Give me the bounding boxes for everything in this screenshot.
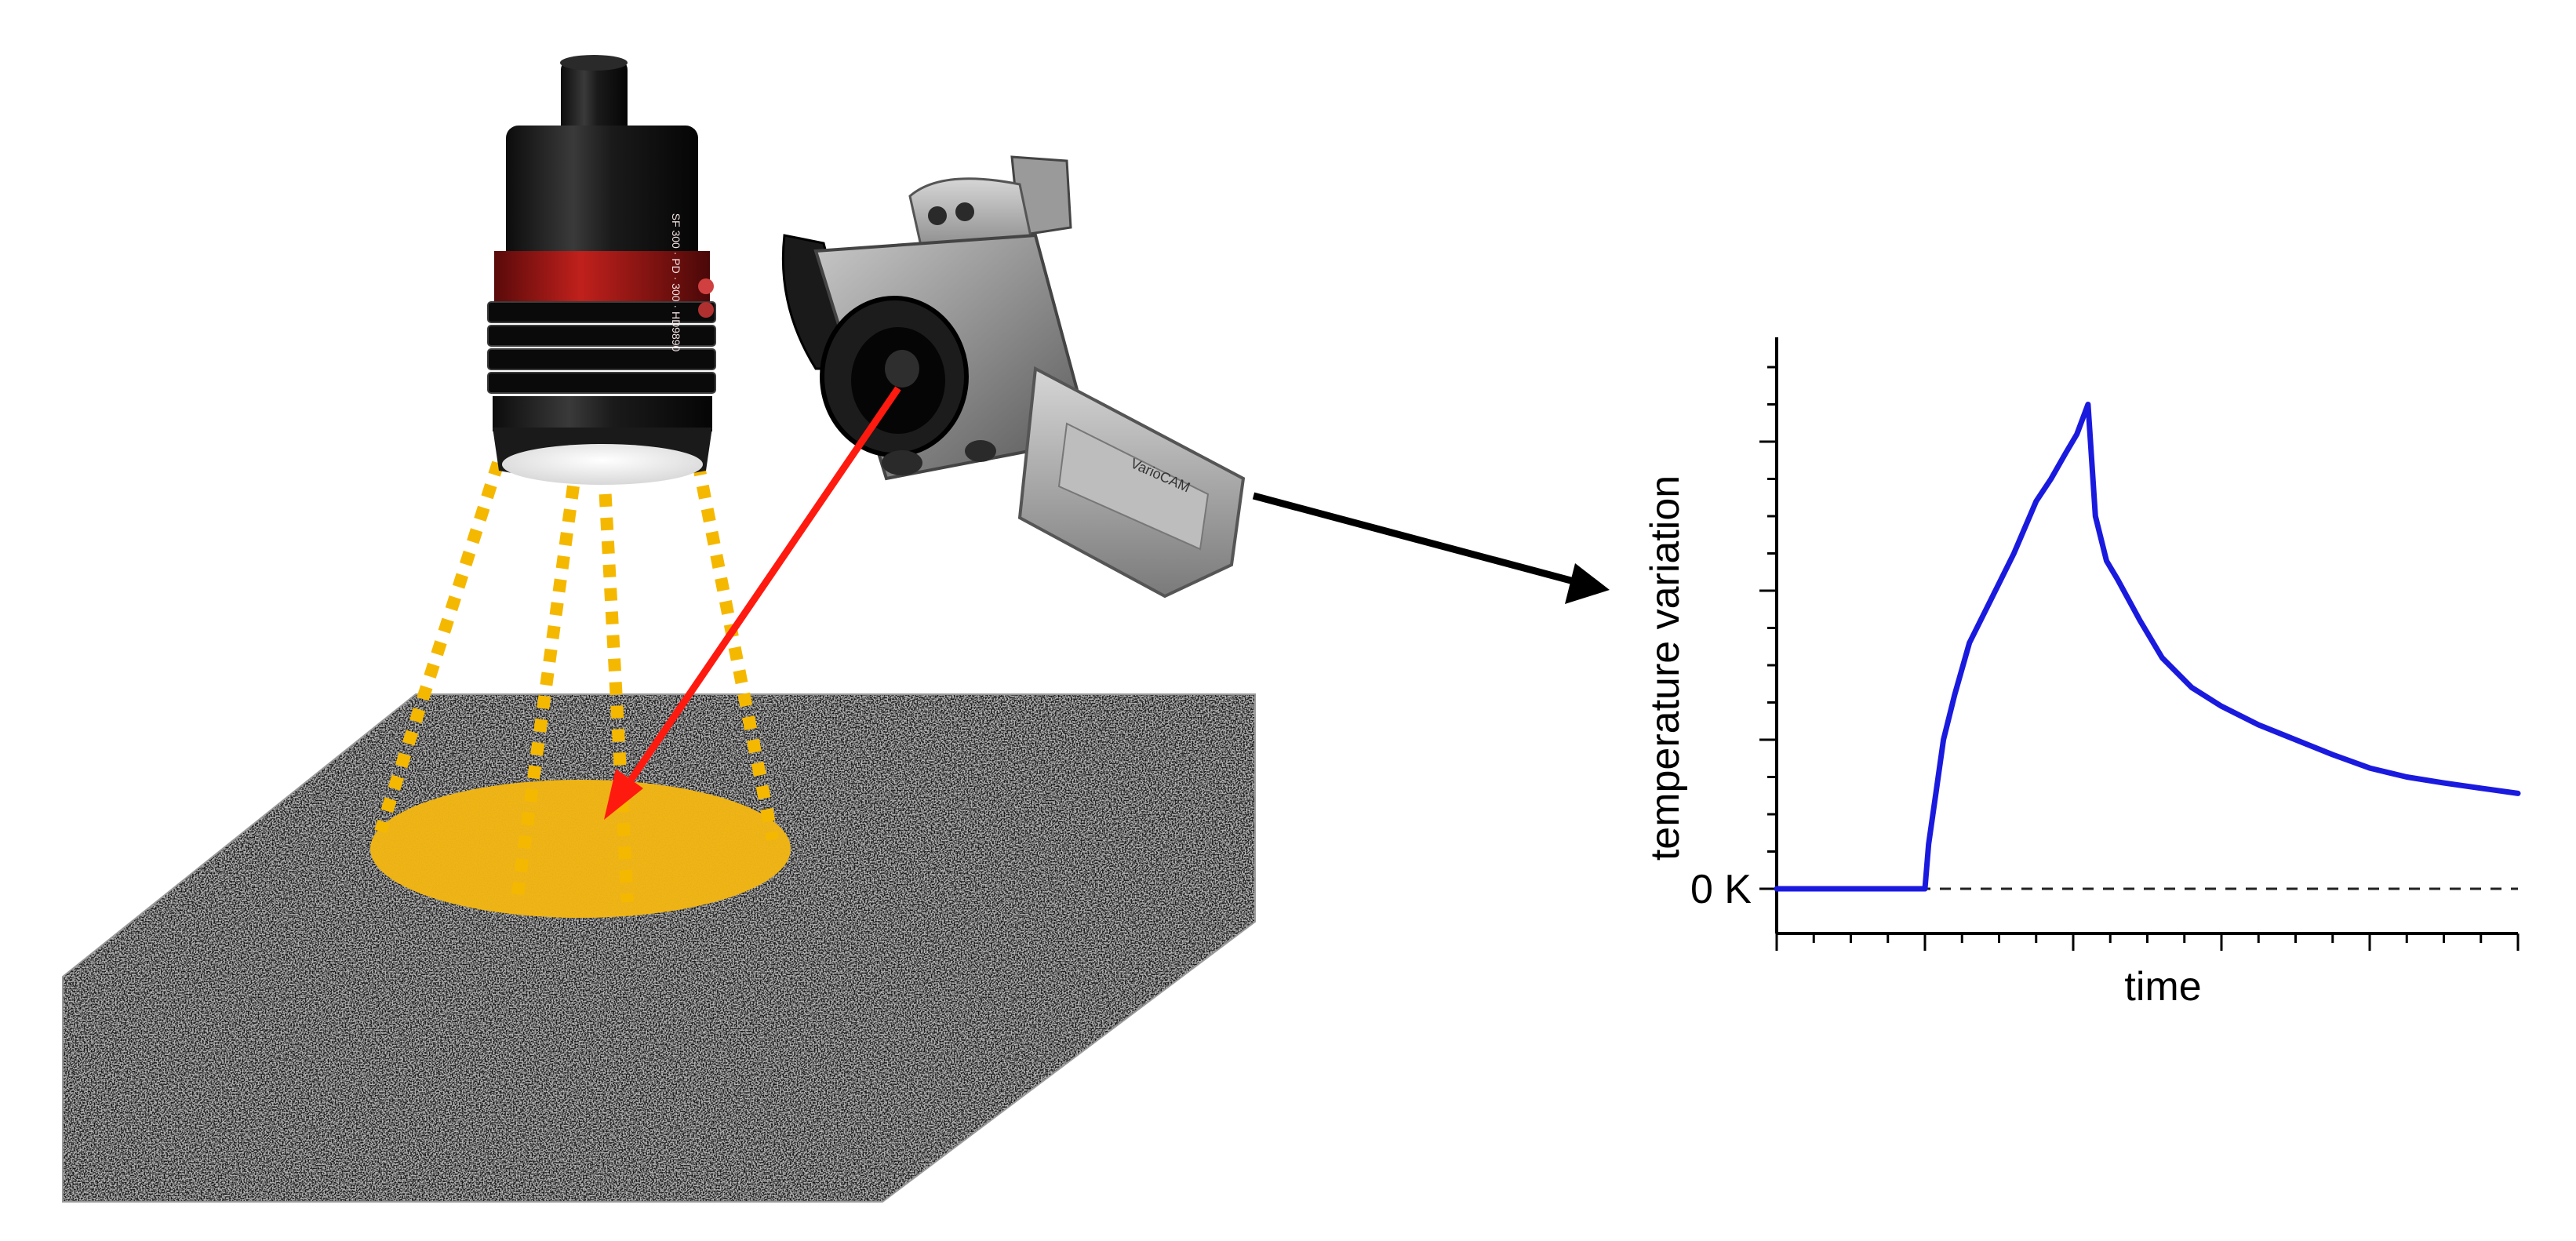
flash-lamp: SF 300 · PD · 300 · HD9890 [487,55,716,485]
flash-light-cone [374,460,779,903]
temperature-curve [1774,402,2521,892]
x-axis-label: time [2124,964,2201,1010]
y-axis-label: temperature variation [1643,475,1688,861]
specimen-surface [62,693,1256,1203]
infrared-camera: VarioCAM [781,155,1246,599]
flash-lamp-label: SF 300 · PD · 300 · HD9890 [670,213,682,352]
ir-radiation-arrow [604,386,901,820]
heated-spot [370,780,791,918]
y-tick-label-zero: 0 K [1690,867,1752,912]
temperature-time-chart: 0 K time temperature variation [1643,337,2521,1010]
signal-arrow [1252,492,1610,604]
chart-ticks [1759,366,2520,951]
